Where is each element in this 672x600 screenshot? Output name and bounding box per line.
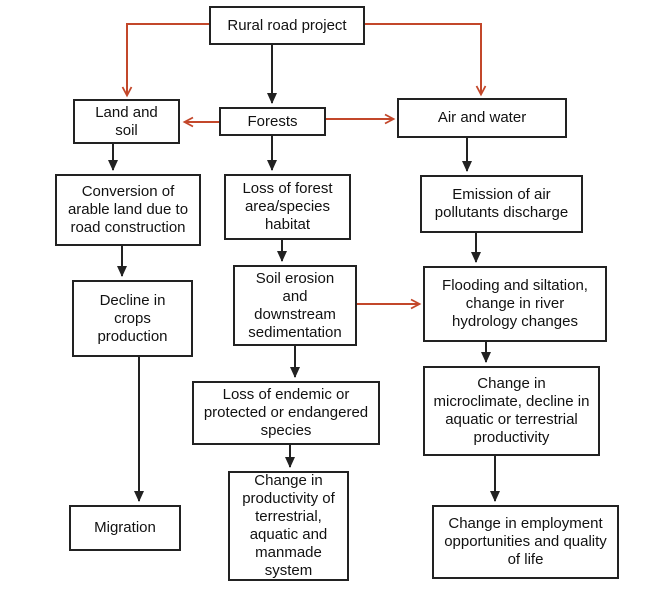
node-air-and-water: Air and water (397, 98, 567, 138)
node-loss-endemic-species: Loss of endemic or protected or endanger… (192, 381, 380, 445)
node-change-productivity-systems: Change in productivity of terrestrial, a… (228, 471, 349, 581)
node-conversion-arable-land: Conversion of arable land due to road co… (55, 174, 201, 246)
node-land-and-soil: Land and soil (73, 99, 180, 144)
node-loss-of-forest-habitat: Loss of forest area/species habitat (224, 174, 351, 240)
node-flooding-siltation-hydrology: Flooding and siltation, change in river … (423, 266, 607, 342)
arrow-rural-to-land-soil (121, 23, 209, 98)
node-change-employment-quality-of-life: Change in employment opportunities and q… (432, 505, 619, 579)
node-change-microclimate-productivity: Change in microclimate, decline in aquat… (423, 366, 600, 456)
node-migration: Migration (69, 505, 181, 551)
node-decline-crops-production: Decline in crops production (72, 280, 193, 357)
node-rural-road-project: Rural road project (209, 6, 365, 45)
node-soil-erosion-sedimentation: Soil erosion and downstream sedimentatio… (233, 265, 357, 346)
node-forests: Forests (219, 107, 326, 136)
node-emission-air-pollutants: Emission of air pollutants discharge (420, 175, 583, 233)
arrow-rural-to-air-water (364, 23, 487, 97)
